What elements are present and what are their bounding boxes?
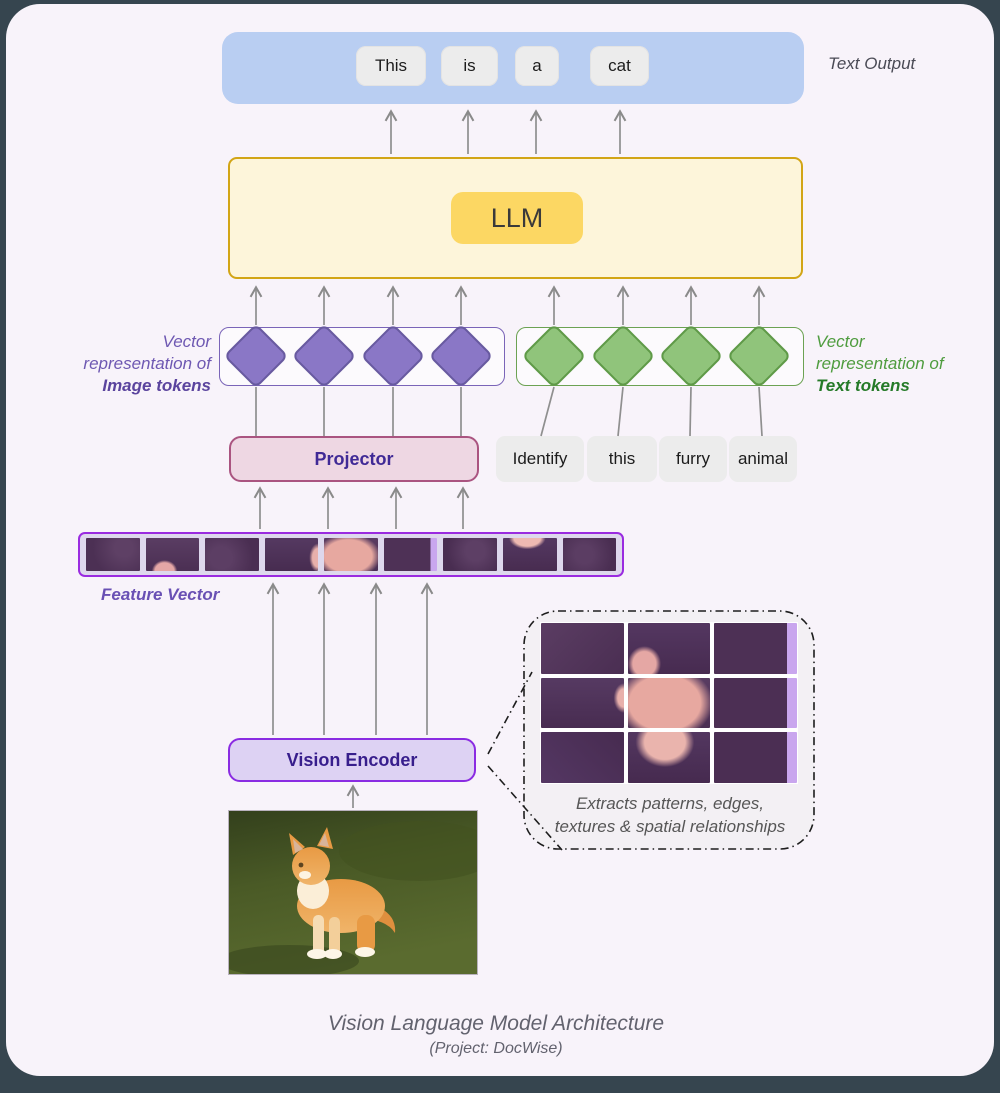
feature-patch bbox=[502, 538, 557, 571]
grid-cell bbox=[627, 623, 711, 674]
output-token: This bbox=[356, 46, 426, 86]
projector-box: Projector bbox=[229, 436, 479, 482]
text-output-box bbox=[222, 32, 804, 104]
grid-cell bbox=[714, 732, 797, 783]
grid-cell bbox=[627, 677, 711, 729]
grid-cell bbox=[541, 732, 624, 783]
grid-cell bbox=[541, 677, 624, 729]
feature-patch bbox=[86, 538, 140, 571]
grid-cell bbox=[714, 623, 797, 674]
grid-cell bbox=[541, 623, 624, 674]
image-tokens-caption: Vector representation of Image tokens bbox=[83, 332, 211, 395]
cat-illustration bbox=[219, 811, 499, 977]
feature-vector-strip bbox=[78, 532, 624, 577]
llm-badge: LLM bbox=[451, 192, 583, 244]
prompt-token: Identify bbox=[496, 436, 584, 482]
output-token: a bbox=[515, 46, 559, 86]
text-output-label: Text Output bbox=[828, 54, 916, 73]
grid-cell bbox=[714, 677, 797, 729]
feature-patch bbox=[443, 538, 497, 571]
feature-patch bbox=[324, 538, 378, 571]
feature-patch bbox=[205, 538, 259, 571]
encoder-callout-text: Extracts patterns, edges, textures & spa… bbox=[554, 794, 786, 836]
input-cat-image bbox=[219, 810, 499, 977]
vision-encoder-box: Vision Encoder bbox=[228, 738, 476, 782]
feature-patch bbox=[562, 538, 617, 571]
diagram-title: Vision Language Model Architecture bbox=[327, 1012, 665, 1035]
output-token: is bbox=[441, 46, 498, 86]
prompt-token: animal bbox=[729, 436, 797, 482]
prompt-token: this bbox=[587, 436, 657, 482]
feature-patch bbox=[145, 538, 200, 571]
text-tokens-caption: Vector representation of Text tokens bbox=[816, 332, 944, 395]
grid-cell bbox=[627, 732, 711, 783]
prompt-token: furry bbox=[659, 436, 727, 482]
feature-vector-label: Feature Vector bbox=[101, 585, 220, 604]
output-token: cat bbox=[590, 46, 649, 86]
diagram-canvas: This is a cat Text Output LLM Vector rep… bbox=[6, 4, 994, 1076]
feature-patch bbox=[383, 538, 438, 571]
image-patch-grid bbox=[540, 622, 798, 784]
feature-patch bbox=[264, 538, 319, 571]
diagram-subtitle: (Project: DocWise) bbox=[429, 1040, 563, 1057]
